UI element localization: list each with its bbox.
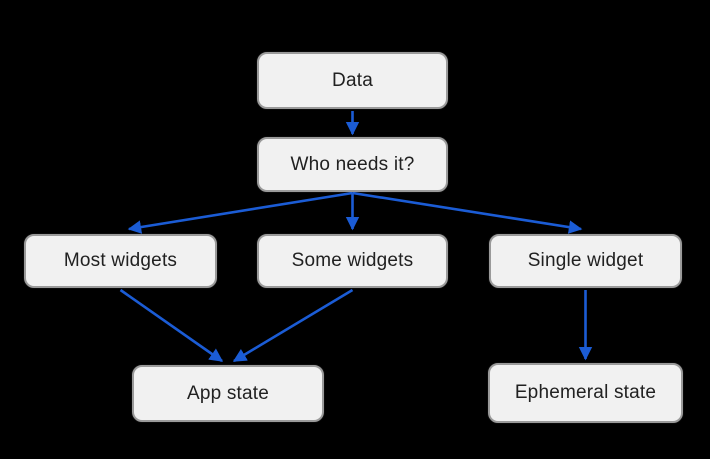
node-who-needs-it-label: Who needs it? (290, 153, 415, 175)
node-ephemeral-state-label: Ephemeral state (514, 382, 657, 403)
node-who-needs-it: Who needs it? (257, 137, 448, 192)
node-single-widget: Single widget (489, 234, 682, 288)
arrow-some-widgets-to-app-state (232, 288, 354, 363)
arrow-who-needs-it-to-single-widget (352, 191, 583, 234)
arrow-who-needs-it-to-most-widgets (127, 191, 353, 234)
node-app-state: App state (132, 365, 324, 422)
node-app-state-label: App state (186, 382, 270, 404)
node-some-widgets-label: Some widgets (291, 250, 414, 271)
node-most-widgets: Most widgets (24, 234, 217, 288)
node-single-widget-label: Single widget (527, 250, 644, 271)
node-some-widgets: Some widgets (257, 234, 448, 288)
node-ephemeral-state: Ephemeral state (488, 363, 683, 423)
node-most-widgets-label: Most widgets (63, 250, 178, 271)
node-data: Data (257, 52, 448, 109)
node-data-label: Data (332, 69, 373, 91)
arrow-most-widgets-to-app-state (119, 288, 224, 363)
